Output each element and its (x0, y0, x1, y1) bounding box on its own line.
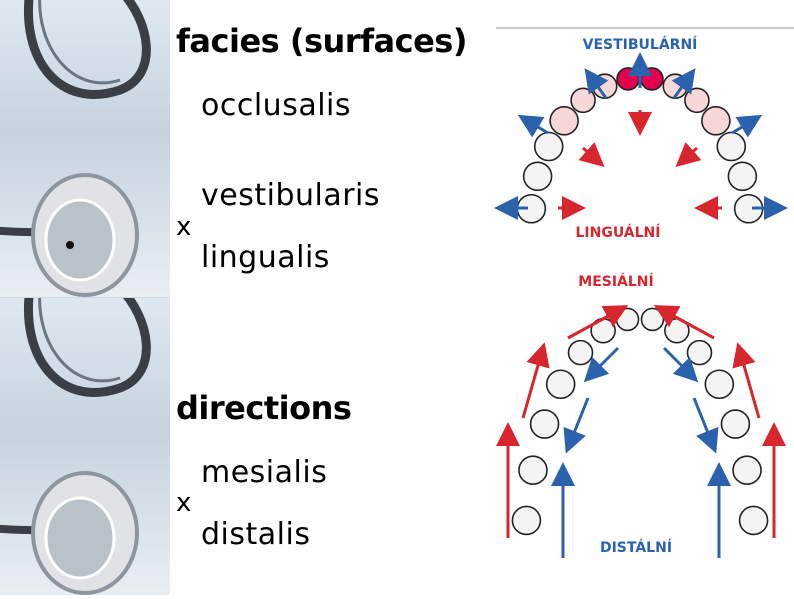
term-vestibularis: vestibularis (201, 178, 381, 213)
direction-arrow (662, 346, 699, 383)
tooth (549, 105, 579, 136)
direction-arrow (567, 305, 629, 340)
direction-arrow (517, 114, 549, 138)
section-title-directions: directions (176, 389, 352, 427)
tooth (533, 131, 564, 162)
label-vestibular: VESTIBULÁRNÍ (583, 36, 698, 53)
label-lingual: LINGUÁLNÍ (576, 224, 661, 241)
tooth (732, 455, 762, 485)
slide-text: facies (surfaces) occlusalis vestibulari… (176, 0, 491, 595)
tooth (616, 67, 640, 91)
stethoscope-image-top (0, 0, 170, 297)
direction-arrow (731, 114, 763, 138)
stethoscope-icon (0, 0, 151, 297)
tooth (615, 307, 640, 332)
tooth (567, 339, 594, 366)
direction-arrow (692, 397, 719, 454)
tooth (727, 161, 758, 192)
term-occlusalis: occlusalis (201, 88, 352, 123)
direction-arrow (584, 68, 609, 99)
tooth (684, 87, 710, 114)
tooth (518, 455, 548, 485)
tooth (716, 131, 747, 162)
tooth (529, 409, 560, 439)
decorative-photo-strip (0, 0, 170, 595)
label-distal: DISTÁLNÍ (600, 539, 672, 556)
tooth (570, 87, 596, 114)
lower-arch (496, 305, 786, 558)
dental-arch-figure: VESTIBULÁRNÍ LINGUÁLNÍ MESIÁLNÍ DISTÁLNÍ (494, 27, 794, 558)
connector-x-directions: x (176, 488, 192, 518)
connector-x-surfaces: x (176, 212, 192, 242)
tooth (545, 369, 576, 400)
term-lingualis: lingualis (201, 240, 330, 275)
tooth (686, 339, 713, 366)
direction-arrow (563, 397, 590, 454)
direction-arrow (653, 305, 715, 340)
tooth (701, 105, 731, 136)
direction-arrow (521, 342, 550, 419)
tooth (511, 505, 542, 536)
upper-arch (494, 52, 788, 224)
direction-arrow (732, 342, 761, 419)
label-mesial: MESIÁLNÍ (578, 273, 653, 290)
direction-arrow (578, 142, 605, 167)
tooth (522, 161, 553, 192)
term-distalis: distalis (201, 517, 311, 552)
tooth (640, 307, 665, 332)
direction-arrow (675, 142, 702, 167)
direction-arrow (671, 68, 696, 99)
stethoscope-image-bottom (0, 298, 170, 595)
tooth (720, 409, 751, 439)
direction-arrow (583, 346, 620, 383)
section-title-surfaces: facies (surfaces) (176, 22, 467, 60)
tooth (640, 67, 664, 91)
dental-arch-diagram: VESTIBULÁRNÍ LINGUÁLNÍ MESIÁLNÍ DISTÁLNÍ (488, 18, 794, 595)
stethoscope-icon (0, 298, 151, 595)
tooth (738, 505, 769, 536)
term-mesialis: mesialis (201, 455, 328, 490)
tooth (704, 369, 735, 400)
